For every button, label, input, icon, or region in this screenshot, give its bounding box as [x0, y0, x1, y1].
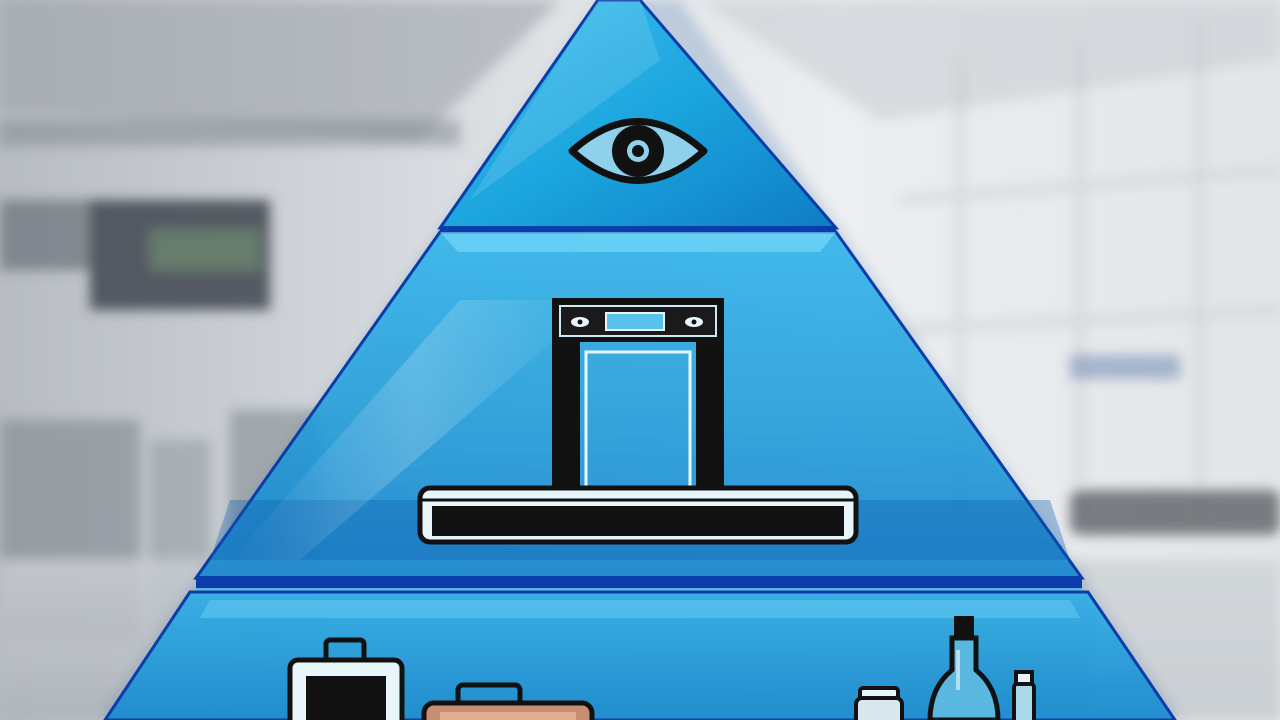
pyramid-middle-tier [193, 230, 1085, 592]
eye-icon [568, 118, 708, 184]
briefcase-icon [421, 682, 595, 720]
security-scanner-icon [417, 298, 859, 545]
bottle-icon [927, 616, 1001, 720]
jar-icon [854, 686, 904, 720]
pyramid-top-tier [437, 0, 840, 232]
suitcase-icon [287, 637, 405, 720]
glass-pyramid [100, 0, 1180, 720]
vial-icon [1012, 670, 1036, 720]
bottom-tier-items [287, 616, 1036, 720]
